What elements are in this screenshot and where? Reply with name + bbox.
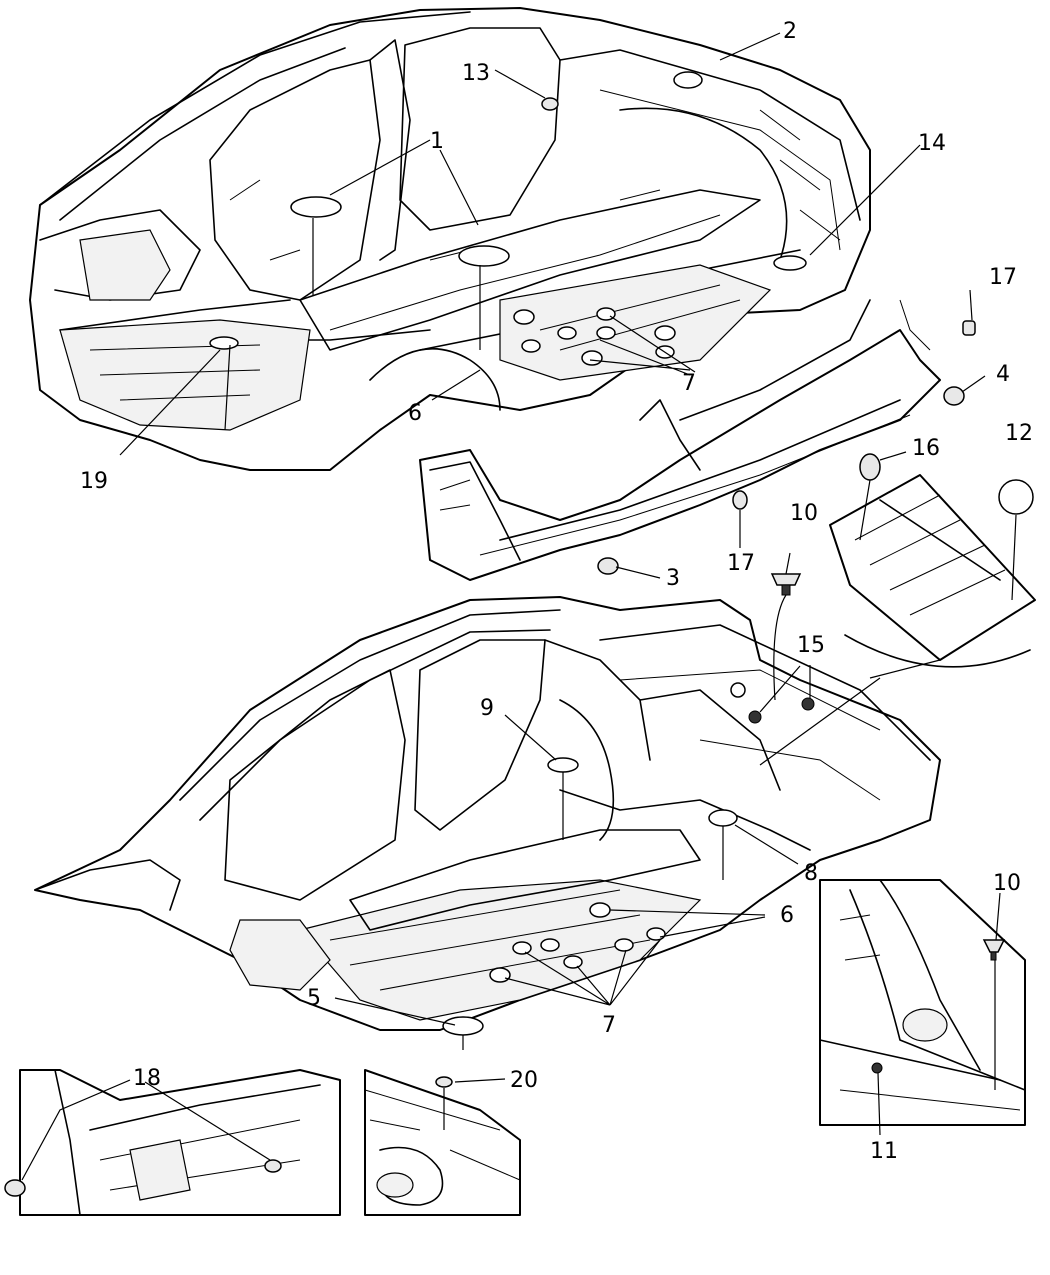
plug-17b bbox=[962, 320, 976, 336]
callout-16: 16 bbox=[912, 436, 940, 461]
callout-7b: 7 bbox=[602, 1013, 616, 1038]
callout-10a: 10 bbox=[790, 501, 818, 526]
upper-body-view bbox=[29, 7, 871, 471]
plug-19 bbox=[209, 336, 239, 350]
plug-7i bbox=[512, 941, 532, 955]
callout-8: 8 bbox=[804, 861, 818, 886]
plug-18a bbox=[4, 1179, 26, 1197]
plug-12 bbox=[998, 479, 1034, 515]
plug-7l bbox=[646, 927, 666, 941]
lower-view-plugs bbox=[442, 573, 815, 1036]
fastener-15 bbox=[748, 697, 815, 724]
plug-3 bbox=[597, 557, 619, 575]
plug-7m bbox=[489, 967, 511, 983]
callout-6b: 6 bbox=[780, 903, 794, 928]
trunk-detail-inset bbox=[819, 879, 1026, 1126]
plug-7d bbox=[596, 326, 616, 340]
plug-1a bbox=[290, 196, 342, 218]
fastener-11 bbox=[871, 1062, 883, 1074]
callout-9: 9 bbox=[480, 696, 494, 721]
callout-11: 11 bbox=[870, 1139, 898, 1164]
upper-view-plugs bbox=[209, 71, 807, 366]
plug-20 bbox=[435, 1076, 453, 1088]
plug-7f bbox=[581, 350, 603, 366]
callout-17b: 17 bbox=[727, 551, 755, 576]
rear-grommet bbox=[730, 682, 746, 698]
plug-1b bbox=[458, 245, 510, 267]
callout-10b: 10 bbox=[993, 871, 1021, 896]
plug-5 bbox=[442, 1016, 484, 1036]
leader-lines bbox=[21, 32, 1017, 1181]
callout-18: 18 bbox=[133, 1066, 161, 1091]
callout-6a: 6 bbox=[408, 401, 422, 426]
plug-16 bbox=[859, 453, 881, 481]
lower-body-view bbox=[34, 596, 941, 1031]
callout-12: 12 bbox=[1005, 421, 1033, 446]
floor-detail-inset bbox=[364, 1069, 521, 1216]
callout-14: 14 bbox=[918, 131, 946, 156]
plug-9 bbox=[547, 757, 579, 773]
plug-18b bbox=[264, 1159, 282, 1173]
plug-13 bbox=[541, 97, 559, 111]
plug-7g bbox=[521, 339, 541, 353]
callout-3: 3 bbox=[666, 566, 680, 591]
callout-1: 1 bbox=[430, 129, 444, 154]
plug-7e bbox=[654, 325, 676, 341]
callout-labels: 1 2 3 4 5 6 6 7 7 8 9 10 10 11 12 13 14 … bbox=[80, 19, 1033, 1164]
callout-17a: 17 bbox=[989, 265, 1017, 290]
plug-8 bbox=[708, 809, 738, 827]
plug-6 bbox=[589, 902, 611, 918]
callout-5: 5 bbox=[307, 986, 321, 1011]
plug-7b bbox=[557, 326, 577, 340]
callout-4: 4 bbox=[996, 362, 1010, 387]
rear-floor-pan-detail bbox=[829, 453, 1036, 668]
callout-2: 2 bbox=[783, 19, 797, 44]
plug-7j bbox=[563, 955, 583, 969]
plug-2 bbox=[673, 71, 703, 89]
plug-14 bbox=[773, 255, 807, 271]
callout-20: 20 bbox=[510, 1068, 538, 1093]
callout-15: 15 bbox=[797, 633, 825, 658]
callout-19: 19 bbox=[80, 469, 108, 494]
plug-17a bbox=[732, 490, 748, 510]
fastener-10-upper bbox=[770, 573, 802, 596]
callout-13: 13 bbox=[462, 61, 490, 86]
plug-7a bbox=[513, 309, 535, 325]
front-dash-detail-inset bbox=[4, 1069, 341, 1216]
rocker-sill-detail bbox=[419, 299, 976, 581]
plug-4 bbox=[943, 386, 965, 406]
fastener-10-lower bbox=[982, 939, 1006, 961]
callout-7a: 7 bbox=[682, 371, 696, 396]
plug-7n bbox=[540, 938, 560, 952]
plug-7k bbox=[614, 938, 634, 952]
